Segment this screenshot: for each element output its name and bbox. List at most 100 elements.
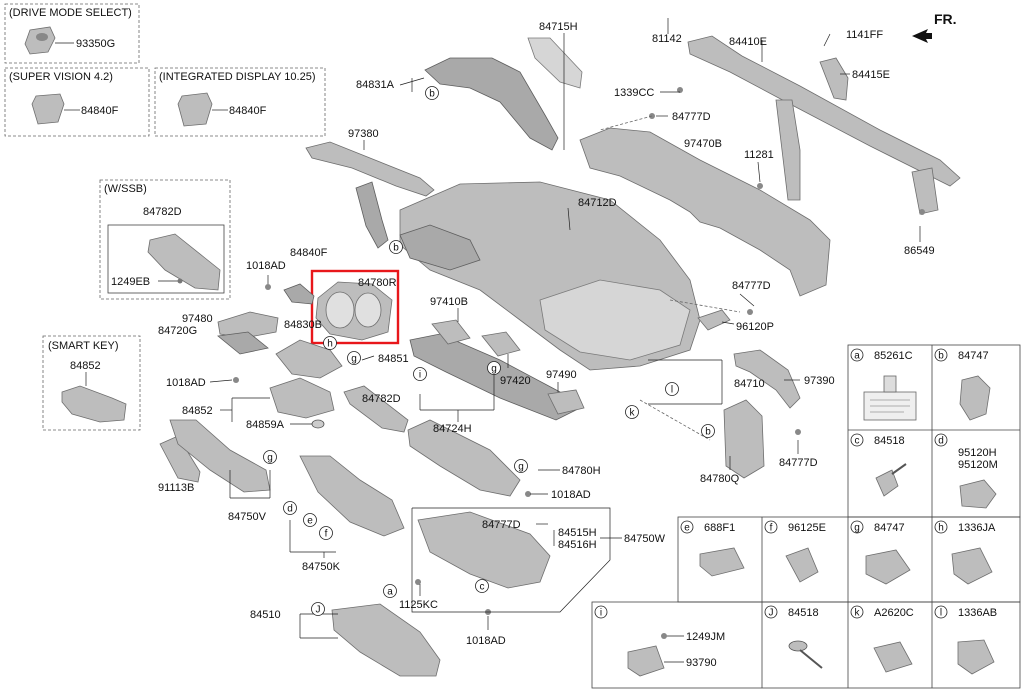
label-84750W: 84750W — [624, 533, 666, 545]
callout-circle — [283, 501, 297, 515]
legend-part-number: 95120H — [958, 447, 997, 459]
callout-circle — [475, 579, 489, 593]
inset-super-vision: (SUPER VISION 4.2) 84840F — [4, 67, 150, 137]
callout-letter: g — [267, 453, 273, 464]
callout-circle — [425, 86, 439, 100]
legend-letter: l — [940, 608, 942, 619]
legend-part-number: 84518 — [874, 435, 905, 447]
callout-circle — [625, 405, 639, 419]
label-84415E: 84415E — [852, 69, 890, 81]
bolt-icon — [265, 284, 271, 290]
label-1125KC: 1125KC — [399, 599, 438, 611]
side-duct-part — [305, 141, 435, 197]
part-label: 84852 — [70, 360, 101, 372]
leader-lines — [209, 18, 921, 639]
legend-letter: h — [938, 523, 944, 534]
label-86549: 86549 — [904, 245, 935, 257]
legend-callout-circle — [594, 605, 608, 619]
label-84410E: 84410E — [729, 36, 767, 48]
label-1018AD-3: 1018AD — [551, 489, 591, 501]
inset-integrated-display: (INTEGRATED DISPLAY 10.25) 84840F — [154, 67, 326, 137]
callout-letter: l — [671, 385, 673, 396]
label-84830B: 84830B — [284, 319, 322, 331]
display-cover-part — [177, 92, 213, 127]
label-84780R: 84780R — [358, 277, 397, 289]
legend-callout-circle — [850, 605, 864, 619]
label-96120P: 96120P — [736, 321, 774, 333]
callout-letter: b — [429, 89, 435, 100]
legend-callout-circle — [850, 348, 864, 362]
callout-letter: g — [351, 354, 357, 365]
label-1018AD-2: 1018AD — [166, 377, 206, 389]
front-arrow: FR. — [912, 11, 957, 43]
label-97480: 97480 — [182, 313, 213, 325]
part-label: 93350G — [76, 38, 115, 50]
legend-callout-circle — [850, 433, 864, 447]
callout-letter: h — [327, 339, 333, 350]
highlight-box — [310, 269, 400, 345]
glove-box-part — [331, 603, 441, 677]
cluster-cover-part — [31, 93, 65, 125]
label-84782D: 84782D — [362, 393, 401, 405]
callout-circle — [303, 513, 317, 527]
callout-circle — [665, 382, 679, 396]
callout-circle — [311, 602, 325, 616]
inset-title: (INTEGRATED DISPLAY 10.25) — [159, 71, 316, 83]
label-84715H: 84715H — [539, 21, 578, 33]
label-84510: 84510 — [250, 609, 281, 621]
inset-title: (SMART KEY) — [48, 340, 119, 352]
legend-callout-circle — [934, 433, 948, 447]
wiring-cover-part — [159, 435, 201, 483]
inset-box — [99, 179, 231, 300]
glove-box-frame-group — [411, 507, 611, 613]
legend-letter: g — [854, 523, 860, 534]
knob-icon — [36, 33, 48, 41]
callout-circle — [487, 361, 501, 375]
inset-title: (DRIVE MODE SELECT) — [9, 7, 132, 19]
callout-letter: f — [325, 529, 328, 540]
label-84777D-b: 84777D — [779, 457, 818, 469]
legend-letter: b — [938, 351, 944, 362]
label-97410B: 97410B — [430, 296, 468, 308]
part-labels: 84715H 81142 84410E 1141FF 84415E 1339CC… — [158, 21, 935, 647]
center-vent-left-part — [431, 319, 471, 345]
garnish-part — [217, 331, 269, 355]
legend-b-clip — [959, 375, 991, 421]
label-84516H: 84516H — [558, 539, 597, 551]
bolt-icon — [919, 209, 925, 215]
label-11281: 11281 — [744, 149, 774, 161]
legend-d-socket — [959, 479, 997, 509]
lower-crash-pad-center-part — [299, 455, 405, 537]
inset-box — [4, 3, 140, 64]
callout-letter: c — [480, 582, 485, 593]
legend-callout-circle — [850, 520, 864, 534]
bolt-icon — [677, 87, 683, 93]
screw-icon — [177, 278, 183, 284]
inset-box — [42, 335, 141, 431]
legend-part-number: 84747 — [958, 350, 989, 362]
side-cover-part — [723, 399, 765, 479]
label-1141FF: 1141FF — [846, 29, 883, 41]
callout-letter: i — [419, 370, 421, 381]
center-vent-right-part — [481, 331, 521, 357]
callout-letter: b — [393, 243, 399, 254]
callout-circle — [701, 424, 715, 438]
legend-j-fastener — [788, 640, 823, 669]
cluster-housing-part — [315, 281, 393, 341]
knee-garnish-part — [343, 385, 409, 433]
side-duct-right-part — [733, 349, 801, 409]
callout-letter: J — [316, 605, 321, 616]
inset-title: (W/SSB) — [104, 183, 147, 195]
bolt-icon — [233, 377, 239, 383]
legend-part-number: 93790 — [686, 657, 717, 669]
legend-part-number: 96125E — [788, 522, 826, 534]
inset-inner-box — [107, 224, 225, 294]
label-84777D-g: 84777D — [482, 519, 521, 531]
bolt-icon — [415, 579, 421, 585]
label-97390: 97390 — [804, 375, 835, 387]
part-label: 84840F — [81, 105, 119, 117]
legend-e-module — [699, 547, 745, 577]
label-1018AD-4: 1018AD — [466, 635, 506, 647]
label-97490: 97490 — [546, 369, 577, 381]
